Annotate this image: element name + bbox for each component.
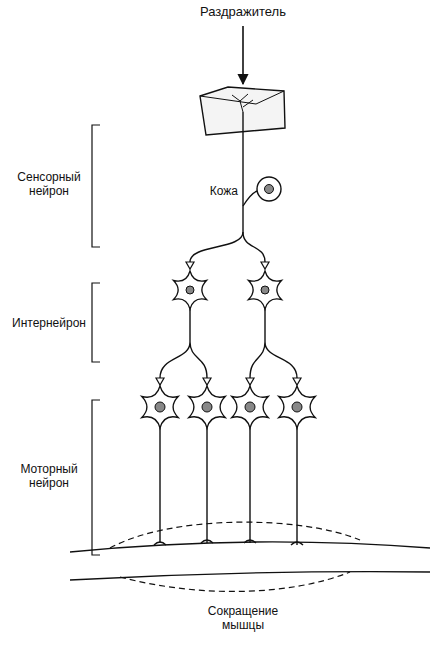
stimulus-arrow xyxy=(242,26,244,84)
section-label: Интернейрон xyxy=(8,316,90,330)
bracket xyxy=(92,125,100,247)
interneuron-axon xyxy=(160,300,207,378)
nerve-ending xyxy=(232,94,253,112)
cell-body xyxy=(174,271,207,309)
section-label: Сенсорный нейрон xyxy=(10,170,88,199)
cell-body xyxy=(142,386,178,428)
part-label: Кожа xyxy=(190,184,238,198)
nucleus xyxy=(155,402,165,412)
muscle-outline xyxy=(70,542,430,552)
synaptic-terminal xyxy=(186,262,194,269)
sensory-cell-body xyxy=(257,177,281,201)
cell-body xyxy=(249,271,282,309)
nucleus xyxy=(265,185,274,194)
nucleus xyxy=(292,402,302,412)
nucleus xyxy=(202,402,212,412)
motor-neuron-body xyxy=(232,386,268,428)
interneuron-body xyxy=(174,271,207,309)
stimulus-label: Раздражитель xyxy=(143,4,343,20)
motor-neuron-body xyxy=(189,386,225,428)
motor-neuron-body xyxy=(279,386,315,428)
skin-surface xyxy=(200,91,284,104)
nucleus xyxy=(245,402,255,412)
interneuron-axon xyxy=(250,300,297,378)
motor-neuron-body xyxy=(142,386,178,428)
cell-body xyxy=(279,386,315,428)
nucleus xyxy=(186,286,194,294)
muscle-outline xyxy=(70,572,430,580)
nucleus xyxy=(261,286,269,294)
sensory-stem xyxy=(243,191,257,206)
synaptic-terminal xyxy=(261,262,269,269)
interneuron-body xyxy=(249,271,282,309)
axon-branch xyxy=(190,232,243,262)
result-label: Сокращение мышцы xyxy=(200,604,286,633)
section-label: Моторный нейрон xyxy=(10,462,88,491)
axon-branch xyxy=(243,232,265,262)
cell-body xyxy=(189,386,225,428)
cell-body xyxy=(232,386,268,428)
sensory-axon xyxy=(242,112,243,232)
contracted-muscle xyxy=(120,572,350,591)
contracted-muscle xyxy=(110,522,360,548)
bracket xyxy=(92,400,100,555)
bracket xyxy=(92,283,100,362)
end-plate xyxy=(154,540,303,545)
